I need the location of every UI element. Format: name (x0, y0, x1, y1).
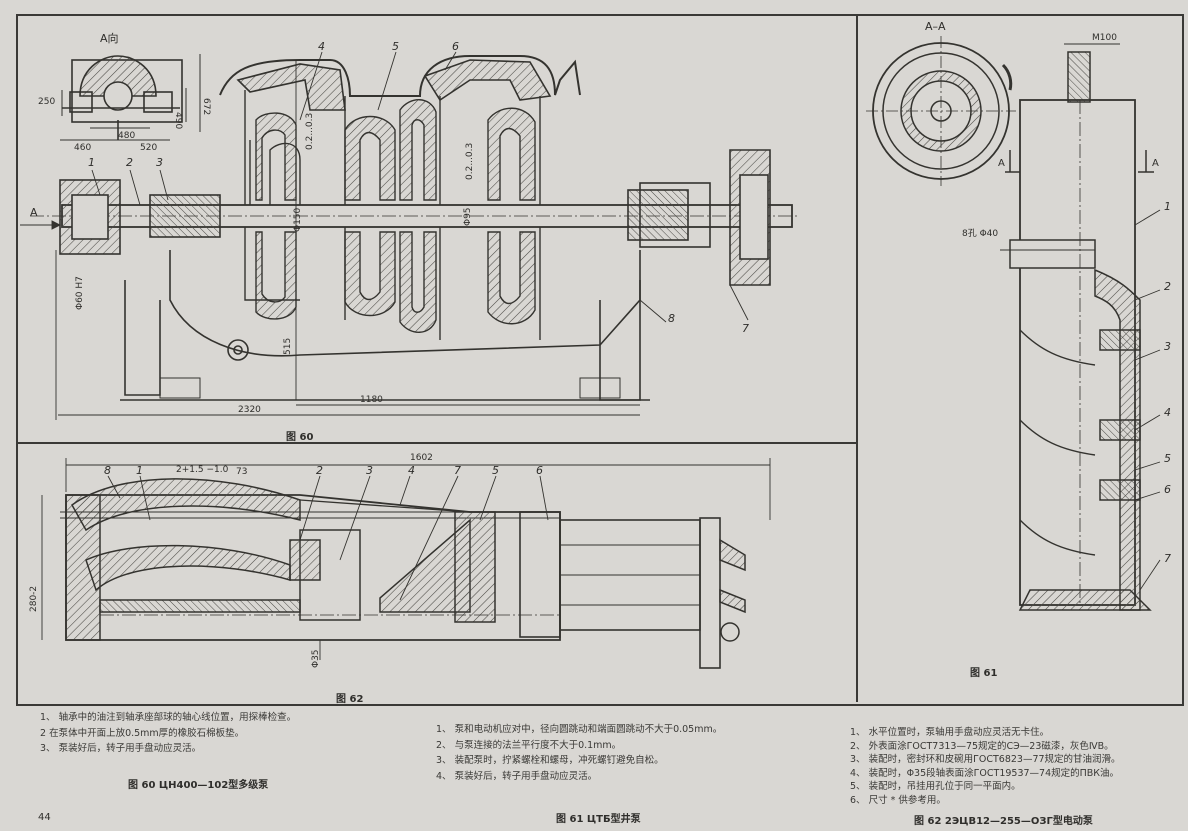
note-item: 1、 轴承中的油注到轴承座部球的轴心线位置，用探棒检查。 (40, 712, 297, 723)
fig61-part-7: 7 (1164, 552, 1171, 565)
fig60-dim-480: 480 (118, 131, 135, 141)
note-item: 5、 装配时，吊挂用孔位于同一平面内。 (850, 781, 1021, 792)
fig61-label: 图 61 (970, 668, 998, 679)
fig60-label: 图 60 (286, 432, 314, 443)
fig61-holes-label: 8孔 Φ40 (962, 228, 998, 239)
fig60-part-8: 8 (668, 312, 675, 325)
note-item: 3、 泵装好后，转子用手盘动应灵活。 (40, 743, 202, 754)
fig60-dim-gap1: 0.2...0.3 (305, 113, 315, 150)
fig61-part-3: 3 (1164, 340, 1171, 353)
fig61-arrow-right: A (1152, 158, 1159, 169)
fig62-dim-dia35: Φ35 (311, 649, 321, 668)
fig60-part-4: 4 (318, 40, 325, 53)
fig62-part-1: 1 (136, 464, 143, 477)
fig60-dim-520: 520 (140, 143, 157, 153)
drawing-frame (16, 14, 1184, 706)
fig62-part-3: 3 (366, 464, 373, 477)
fig61-arrow-left: A (998, 158, 1005, 169)
fig61-part-5: 5 (1164, 452, 1171, 465)
fig60-part-5: 5 (392, 40, 399, 53)
note-item: 1、 水平位置时，泵轴用手盘动应灵活无卡住。 (850, 727, 1050, 738)
note-item: 2 在泵体中开面上放0.5mm厚的橡胶石棉板垫。 (40, 727, 245, 739)
fig61-part-6: 6 (1164, 483, 1171, 496)
fig61-part-4: 4 (1164, 406, 1171, 419)
caption-fig60: 图 60 ЦН400—102型多级泵 (128, 780, 269, 791)
notes-fig62: 1、 水平位置时，泵轴用手盘动应灵活无卡住。 2、 外表面涂ГОСТ7313—7… (850, 726, 1121, 807)
note-item: 2、 外表面涂ГОСТ7313—75规定的СЭ—23磁漆，灰色ⅣB。 (850, 740, 1114, 752)
fig62-leaders (107, 475, 549, 601)
fig60-a-view (60, 54, 201, 141)
fig60-dim-515: 515 (283, 338, 293, 355)
fig60-dim-dia150: Φ150 (293, 207, 303, 232)
note-item: 2、 与泵连接的法兰平行度不大于0.1mm。 (436, 739, 622, 751)
notes-fig60: 1、 轴承中的油注到轴承座部球的轴心线位置，用探棒检查。 2 在泵体中开面上放0… (40, 710, 296, 757)
fig62-dim-280: 280-2 (29, 586, 39, 612)
fig60-impellers (249, 99, 536, 211)
fig61-section-label: A–A (925, 20, 946, 33)
fig60-dim-460: 460 (74, 143, 91, 153)
note-item: 4、 装配时，Φ35段轴表面涂ГОСТ19537—74规定的ПВК油。 (850, 767, 1120, 779)
fig61-part-1: 1 (1164, 200, 1171, 213)
fig60-drawing (20, 51, 800, 420)
fig60-impellers-lower (255, 231, 536, 333)
fig62-part-7: 7 (454, 464, 461, 477)
fig60-dim-672: 672 (201, 98, 211, 115)
caption-fig62: 图 62 2ЭЦВ12—255—ОЗГ型电动泵 (914, 816, 1093, 827)
fig60-dim-2320: 2320 (238, 405, 261, 415)
fig60-dim-dia60: Φ60 H7 (75, 276, 85, 310)
fig62-part-2: 2 (316, 464, 323, 477)
fig62-part-6: 6 (536, 464, 543, 477)
fig60-dim-lines (20, 60, 640, 420)
fig61-dim-m100: M100 (1092, 33, 1117, 43)
note-item: 3、 装配泵时，拧紧螺栓和螺母，冲死螺钉避免自松。 (436, 755, 664, 766)
note-item: 4、 泵装好后，转子用手盘动应灵活。 (436, 770, 598, 782)
fig62-part-5: 5 (492, 464, 499, 477)
fig60-part-7: 7 (742, 322, 749, 335)
fig60-dim-dia95: Φ95 (463, 207, 473, 226)
fig61-drawing (866, 36, 1161, 611)
fig62-part-8: 8 (104, 464, 111, 477)
fig62-dim-tol: 2+1.5 −1.0 (176, 465, 229, 475)
fig60-part-1: 1 (88, 156, 95, 169)
note-item: 3、 装配时，密封环和皮碗用ГОСТ6823—77规定的甘油润滑。 (850, 754, 1121, 765)
note-item: 1、 泵和电动机应对中，径向圆跳动和端面圆跳动不大于0.05mm。 (436, 724, 723, 735)
fig60-view-label: A向 (100, 31, 119, 45)
page-number: 44 (38, 812, 51, 823)
fig60-part-6: 6 (452, 40, 459, 53)
fig61-leaders (1134, 209, 1161, 591)
fig60-arrow-a: A (30, 206, 38, 219)
fig62-dim-1602: 1602 (410, 453, 433, 463)
fig60-dim-gap2: 0.2...0.3 (465, 143, 475, 180)
fig61-part-2: 2 (1164, 280, 1171, 293)
notes-fig61: 1、 泵和电动机应对中，径向圆跳动和端面圆跳动不大于0.05mm。 2、 与泵连… (436, 722, 722, 784)
fig62-dim-73: 73 (236, 467, 247, 477)
note-item: 6、 尺寸 * 供参考用。 (850, 794, 946, 806)
fig60-dim-1180: 1180 (360, 395, 383, 405)
fig60-part-3: 3 (156, 156, 163, 169)
fig60-leaders (91, 51, 749, 323)
fig62-drawing (41, 458, 771, 669)
fig62-part-4: 4 (408, 464, 415, 477)
fig60-dim-250: 250 (38, 97, 55, 107)
caption-fig61: 图 61 ЦТБ型井泵 (556, 814, 641, 825)
fig62-label: 图 62 (336, 694, 364, 705)
fig60-dim-490: 490 (173, 112, 183, 129)
fig60-part-2: 2 (126, 156, 133, 169)
